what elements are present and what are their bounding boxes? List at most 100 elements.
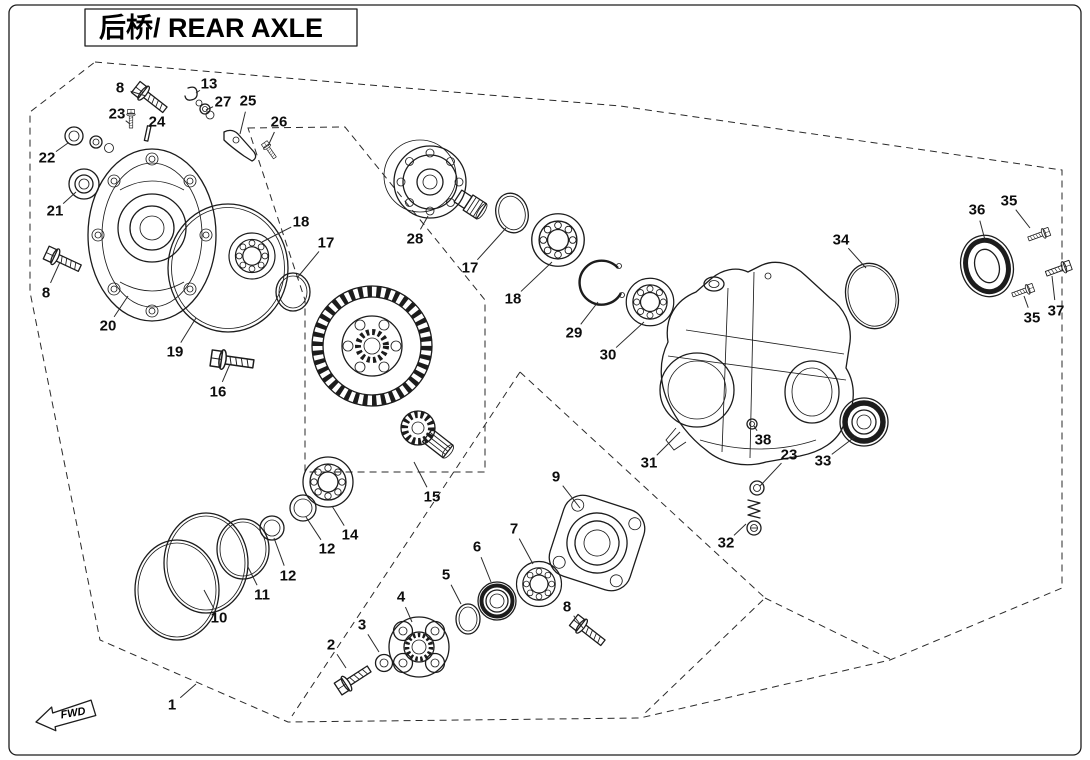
part-33-seal (839, 397, 889, 447)
part-17-o-ring-right (495, 192, 529, 234)
leader-line (273, 537, 285, 566)
leader-line (656, 431, 681, 456)
part-callout: 21 (47, 203, 64, 220)
part-8-bolt-bottom (567, 612, 609, 651)
part-callout: 8 (116, 80, 124, 97)
leader-line (179, 683, 197, 699)
leader-line (239, 111, 246, 135)
part-5-o-ring (455, 603, 481, 635)
leader-line (125, 120, 131, 125)
part-callout: 38 (755, 432, 772, 449)
fwd-label: FWD (60, 705, 87, 721)
part-callout: 17 (462, 260, 479, 277)
leader-line (267, 131, 275, 147)
part-callout: 23 (109, 106, 126, 123)
title-box (84, 8, 358, 47)
page-border (8, 4, 1082, 756)
part-36-bearing-cap (959, 234, 1015, 298)
leader-line (1051, 275, 1056, 301)
part-18-bearing-right (531, 213, 585, 267)
part-38-stud (746, 418, 758, 430)
leader-line (419, 215, 429, 230)
part-8-bolt-top-left (129, 79, 171, 118)
part-callout: 12 (319, 541, 336, 558)
leader-line (759, 462, 782, 487)
leader-line (130, 90, 147, 97)
part-callout: 24 (149, 114, 166, 131)
part-15-bevel-gear-set (311, 285, 455, 459)
leader-line (753, 425, 758, 432)
part-19-o-ring-large (167, 203, 289, 333)
leader-line (336, 653, 347, 669)
part-callout: 22 (39, 150, 56, 167)
leader-line (413, 461, 428, 488)
leader-line (520, 261, 553, 292)
part-17-ring-left (275, 272, 311, 312)
part-callout: 35 (1001, 193, 1018, 210)
part-35-bolt-bottom (1010, 282, 1036, 301)
leader-line (180, 317, 197, 343)
part-4-flange (388, 616, 450, 678)
part-24-pin (143, 125, 152, 142)
part-37-bolt (1043, 258, 1074, 280)
part-23-breather-bolt (126, 109, 136, 129)
part-callout: 26 (271, 114, 288, 131)
part-callout: 3 (358, 617, 366, 634)
part-12-washer-a (289, 494, 317, 522)
part-callout: 2 (327, 637, 335, 654)
diagram-title: 后桥/ REAR AXLE (99, 13, 323, 43)
leader-line (113, 295, 129, 318)
part-8-bolt-left (41, 244, 84, 277)
part-20-rear-cover (87, 148, 217, 322)
part-callout: 10 (211, 610, 228, 627)
part-callout: 25 (240, 93, 257, 110)
part-callout: 17 (318, 235, 335, 252)
leader-line (480, 557, 492, 583)
leader-line (305, 516, 322, 541)
part-25-bracket (223, 129, 257, 162)
part-callout: 32 (718, 535, 735, 552)
part-callout: 37 (1048, 303, 1065, 320)
part-callout: 30 (600, 347, 617, 364)
fwd-arrow: FWD (35, 699, 97, 732)
part-28-differential (383, 139, 488, 220)
leader-line (450, 584, 462, 605)
part-callout: 29 (566, 325, 583, 342)
part-13-clip (184, 86, 203, 107)
part-7-bearing (515, 560, 563, 608)
part-callout: 14 (342, 527, 359, 544)
part-callout: 7 (510, 521, 518, 538)
part-callout: 16 (210, 384, 227, 401)
title-block: 后桥/ REAR AXLE (84, 8, 358, 47)
leader-line (1023, 295, 1029, 308)
part-callout: 20 (100, 318, 117, 335)
part-callout: 31 (641, 455, 658, 472)
part-callout: 4 (397, 589, 406, 606)
part-callout: 18 (505, 291, 522, 308)
leader-line (50, 261, 61, 284)
part-callout: 9 (552, 469, 560, 486)
leader-line (580, 301, 599, 325)
part-22-plug (64, 126, 114, 153)
part-29-snap-ring (578, 259, 625, 306)
part-callout: 11 (254, 587, 270, 604)
part-callout: 12 (280, 568, 297, 585)
part-10-gasket (134, 512, 249, 641)
part-18-bearing-left (228, 232, 276, 280)
part-23-washer-right (749, 480, 765, 496)
part-callout: 33 (815, 453, 832, 470)
leader-line (615, 321, 645, 348)
part-30-bearing (625, 277, 675, 327)
part-12-washer-b (259, 515, 285, 541)
part-callout: 8 (563, 599, 571, 616)
part-2-bolt (332, 661, 375, 697)
part-14-bearing (302, 456, 354, 508)
part-31-gearcase-housing (659, 261, 854, 466)
part-callout: 13 (201, 76, 218, 93)
leader-line (331, 505, 345, 526)
part-callout: 8 (42, 285, 50, 302)
part-callout: 18 (293, 214, 310, 231)
leader-line (62, 191, 77, 204)
